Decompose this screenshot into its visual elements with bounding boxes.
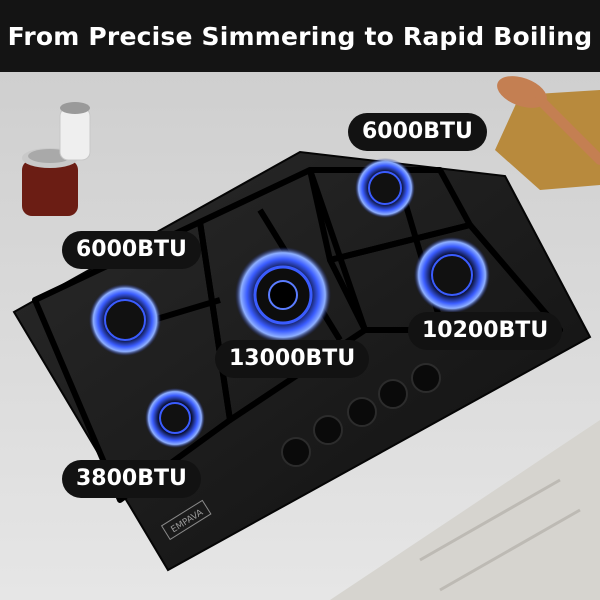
control-knobs xyxy=(281,363,441,467)
burner-flame xyxy=(414,237,490,313)
napkin xyxy=(495,90,600,190)
wooden-spoon xyxy=(497,76,600,165)
burner-flame xyxy=(89,284,161,356)
headline-text: From Precise Simmering to Rapid Boiling xyxy=(7,21,593,51)
burner-flame xyxy=(145,388,205,448)
headline-banner: From Precise Simmering to Rapid Boiling xyxy=(0,0,600,72)
btu-label-left-front: 3800BTU xyxy=(62,460,201,498)
cabinet-front xyxy=(330,420,600,600)
btu-label-center: 13000BTU xyxy=(215,340,370,378)
cabinet-handles xyxy=(419,478,581,592)
burner-flame xyxy=(355,158,415,218)
btu-label-right-front: 10200BTU xyxy=(408,312,563,350)
burner-flame xyxy=(235,247,331,343)
salt-shaker xyxy=(59,102,91,161)
btu-label-right-rear: 6000BTU xyxy=(348,113,487,151)
btu-label-left-rear: 6000BTU xyxy=(62,231,201,269)
